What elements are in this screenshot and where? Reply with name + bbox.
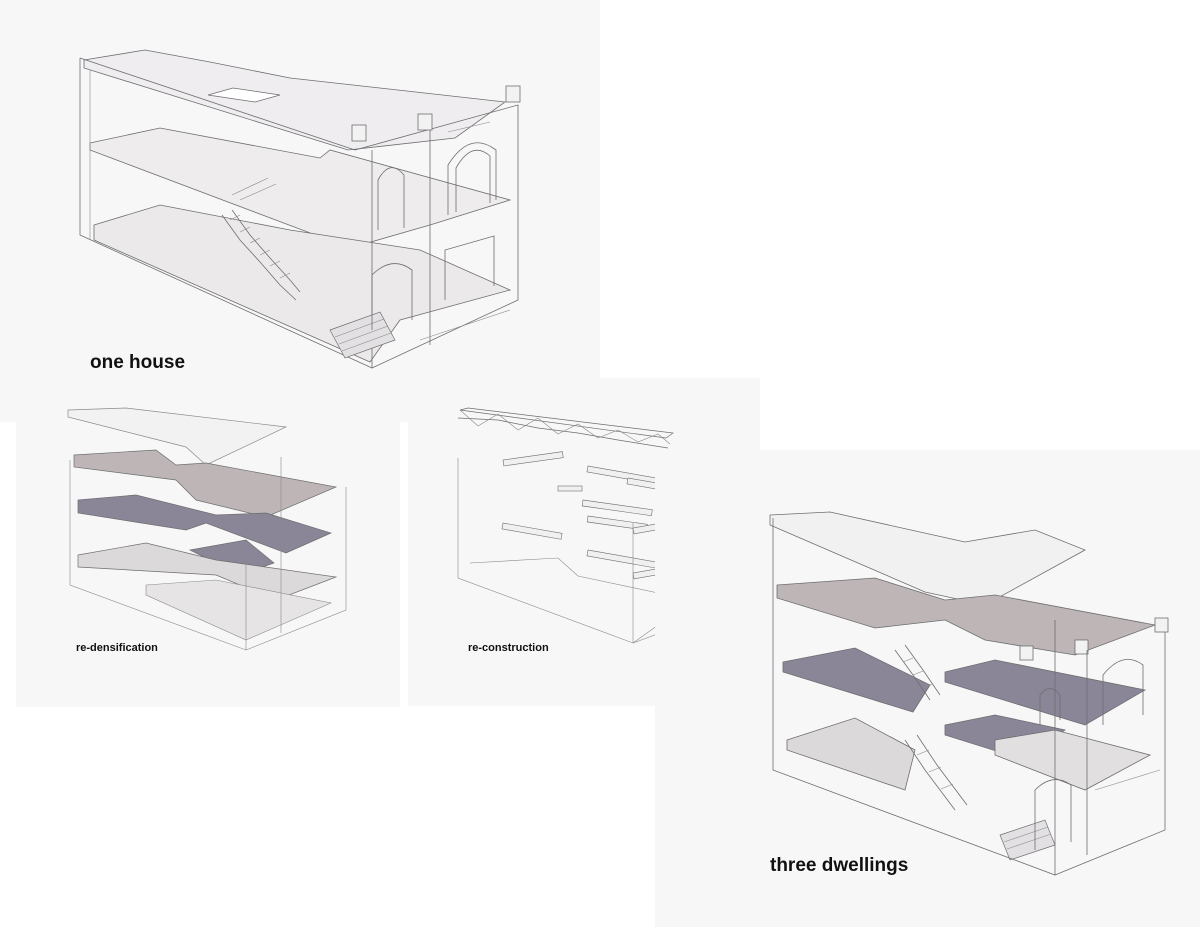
caption-reconstruction: re-construction bbox=[468, 642, 549, 654]
roof-slab bbox=[83, 49, 507, 151]
panel-one-house: one house bbox=[0, 0, 600, 422]
stair-lower bbox=[904, 734, 968, 811]
slab-pale bbox=[77, 542, 338, 601]
dwelling-upper-slab bbox=[776, 577, 1157, 656]
caption-three-dwellings: three dwellings bbox=[770, 855, 909, 876]
stair-upper bbox=[894, 644, 941, 701]
three-dwellings-axonometric bbox=[769, 511, 1169, 876]
redensification-axonometric bbox=[67, 407, 347, 651]
panel-redensification: re-densification bbox=[16, 405, 400, 707]
roof-slab bbox=[769, 511, 1086, 606]
main-staircase bbox=[221, 177, 301, 301]
roof-truss bbox=[457, 407, 674, 449]
slab-purple bbox=[77, 494, 332, 554]
ground-floor-slab bbox=[93, 204, 512, 363]
slab-taupe bbox=[73, 449, 338, 518]
entry-steps bbox=[999, 819, 1056, 861]
roof-skylight bbox=[207, 87, 281, 103]
entry-steps bbox=[329, 311, 396, 359]
dwelling-middle-slab bbox=[782, 647, 931, 713]
upper-floor-slab bbox=[89, 127, 512, 249]
dwelling-lower-slab bbox=[786, 717, 916, 791]
caption-one-house: one house bbox=[90, 352, 186, 373]
caption-redensification: re-densification bbox=[76, 642, 158, 654]
one-house-axonometric bbox=[79, 49, 521, 369]
panel-three-dwellings: three dwellings bbox=[655, 450, 1200, 927]
